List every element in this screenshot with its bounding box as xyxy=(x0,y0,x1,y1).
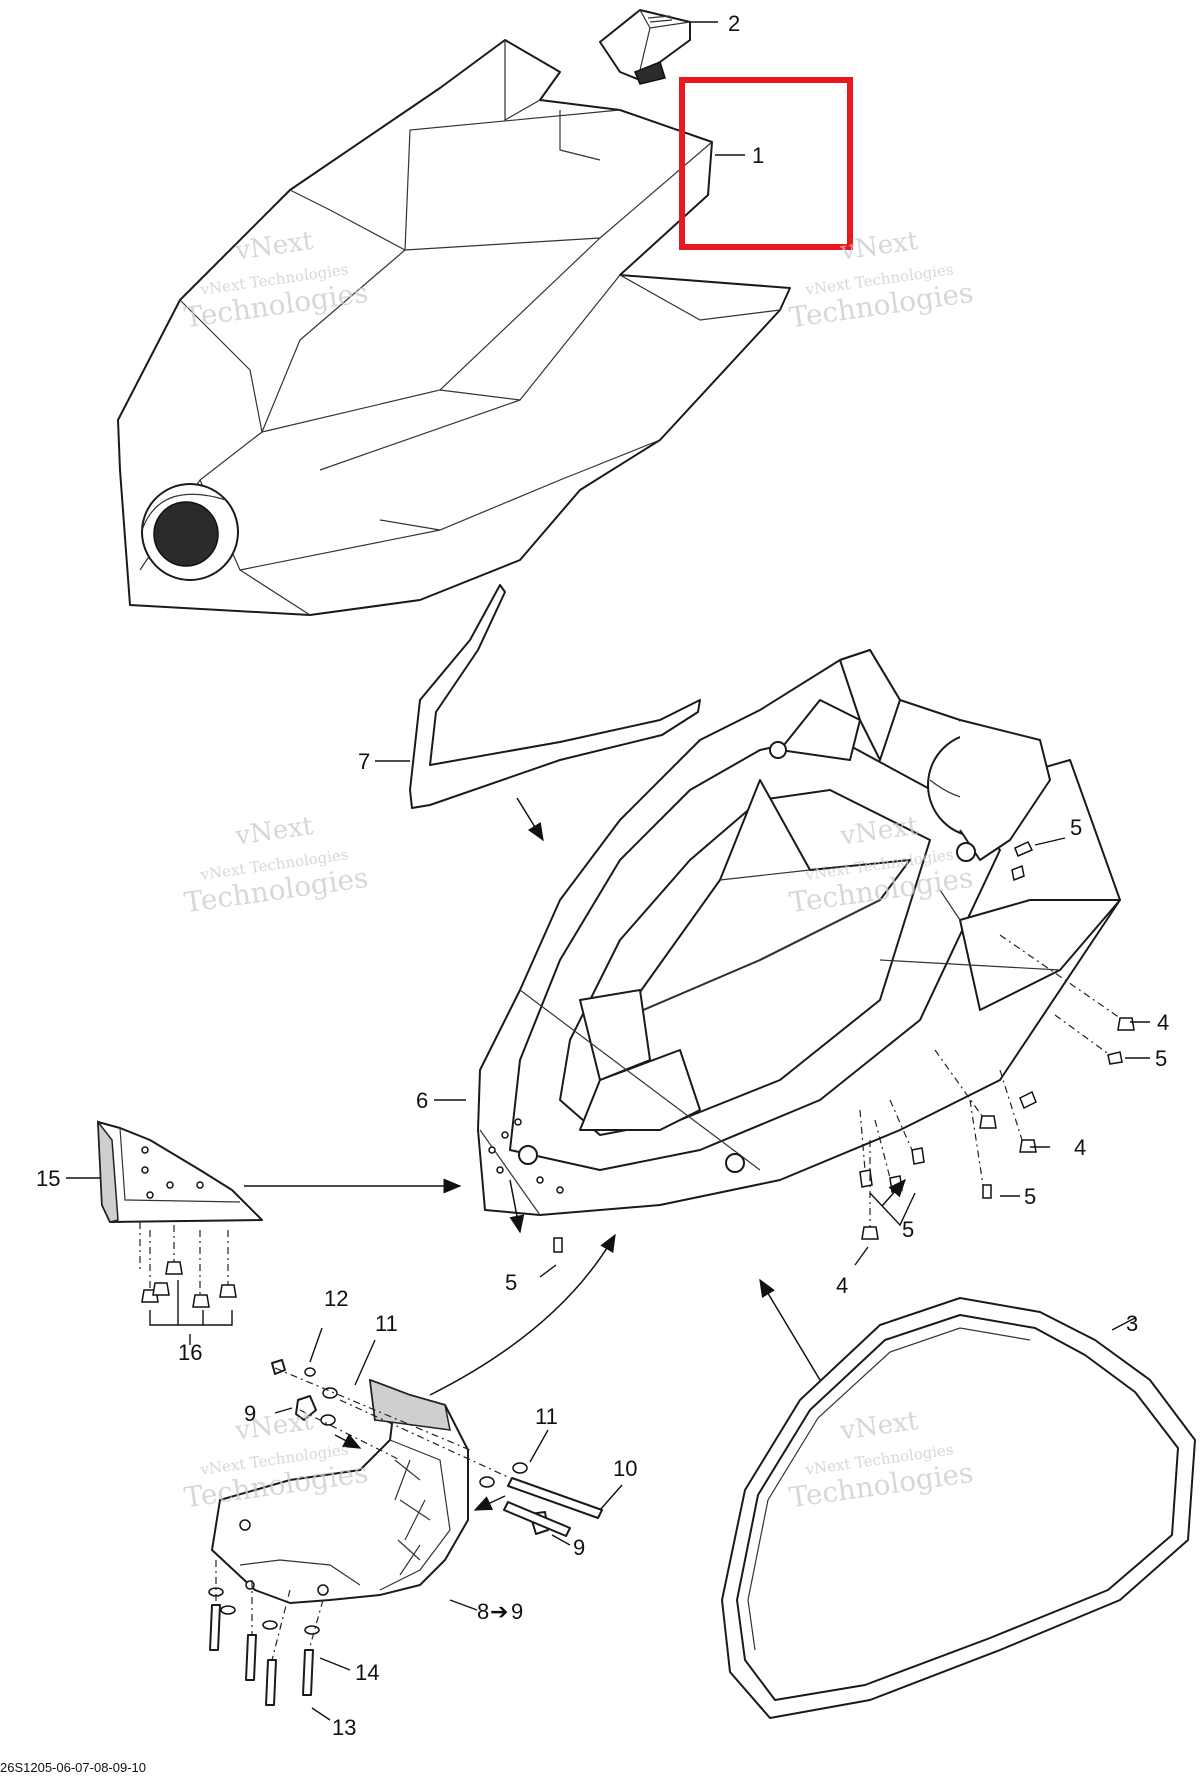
fastener-group-bracket xyxy=(271,1359,603,1537)
nut-16-b[interactable] xyxy=(165,1261,183,1275)
callout-10[interactable]: 10 xyxy=(613,1456,637,1481)
gasket-part[interactable] xyxy=(721,1297,1196,1719)
hood-frame-part[interactable] xyxy=(477,649,1121,1216)
callout-16[interactable]: 16 xyxy=(178,1340,202,1365)
corner-bracket-part[interactable] xyxy=(97,1119,263,1223)
callout-4[interactable]: 4 xyxy=(1157,1010,1169,1035)
washer-11-lower[interactable] xyxy=(479,1476,495,1488)
callout-5[interactable]: 5 xyxy=(902,1217,914,1242)
screw-13-a[interactable] xyxy=(209,1604,221,1651)
screw-13-c[interactable] xyxy=(265,1659,277,1706)
bolt-10-lower[interactable] xyxy=(503,1501,571,1537)
washer-14-d[interactable] xyxy=(304,1625,320,1635)
fastener-group-frame xyxy=(553,841,1135,1253)
fastener-group-16 xyxy=(139,1222,237,1308)
callout-9[interactable]: 9 xyxy=(573,1535,585,1560)
callout-4[interactable]: 4 xyxy=(836,1273,848,1298)
washer-14-c[interactable] xyxy=(262,1620,278,1630)
assembly-arrows xyxy=(244,797,906,1511)
cap-part[interactable] xyxy=(599,9,691,85)
nut-12-small[interactable] xyxy=(271,1359,286,1375)
nut-4-d[interactable] xyxy=(861,1226,879,1240)
drawing-code: 26S1205-06-07-08-09-10 xyxy=(0,1760,146,1775)
nut-12[interactable] xyxy=(304,1367,316,1377)
screw-5-c[interactable] xyxy=(1107,1051,1123,1065)
screw-13-d[interactable] xyxy=(302,1649,314,1696)
callout-8[interactable]: 8 xyxy=(477,1599,489,1624)
screw-5-a[interactable] xyxy=(1014,841,1034,857)
callout-4[interactable]: 4 xyxy=(1074,1135,1086,1160)
nut-4-b[interactable] xyxy=(979,1115,997,1129)
nut-16-e[interactable] xyxy=(219,1284,237,1298)
watermark-vnext: vNext xyxy=(233,811,316,852)
washer-11-right[interactable] xyxy=(512,1462,528,1474)
callout-3[interactable]: 3 xyxy=(1126,1311,1138,1336)
screw-5-d[interactable] xyxy=(1019,1090,1037,1110)
nut-4-a[interactable] xyxy=(1117,1017,1135,1031)
washer-11-upper[interactable] xyxy=(322,1387,338,1399)
nut-16-d[interactable] xyxy=(192,1294,210,1308)
screw-5-e[interactable] xyxy=(982,1184,992,1199)
screw-5-b[interactable] xyxy=(1011,864,1025,882)
nut-16-c[interactable] xyxy=(152,1282,170,1296)
callout-9[interactable]: 9 xyxy=(244,1401,256,1426)
callout-labels: 2 1 7 5 4 5 6 4 15 5 5 5 4 12 3 11 16 9 … xyxy=(36,11,1169,1740)
callout-14[interactable]: 14 xyxy=(355,1660,379,1685)
callout-11[interactable]: 11 xyxy=(375,1311,398,1336)
callout-7[interactable]: 7 xyxy=(358,749,370,774)
callout-8-arrow: ➔ xyxy=(490,1599,508,1624)
callout-11[interactable]: 11 xyxy=(535,1404,558,1429)
highlight-box xyxy=(679,77,853,250)
callout-12[interactable]: 12 xyxy=(324,1286,348,1311)
leader-lines xyxy=(66,21,1150,1721)
bolt-10-upper[interactable] xyxy=(507,1477,603,1519)
nut-4-c[interactable] xyxy=(1019,1139,1037,1153)
callout-2[interactable]: 2 xyxy=(728,11,740,36)
callout-15[interactable]: 15 xyxy=(36,1166,60,1191)
screw-5-f[interactable] xyxy=(859,1169,873,1188)
callout-6[interactable]: 6 xyxy=(416,1088,428,1113)
callout-5[interactable]: 5 xyxy=(1155,1046,1167,1071)
trim-strip-part[interactable] xyxy=(409,584,701,809)
fastener-group-bottom xyxy=(208,1560,324,1706)
screw-13-b[interactable] xyxy=(245,1634,257,1681)
washer-14-b[interactable] xyxy=(220,1605,236,1615)
callout-1[interactable]: 1 xyxy=(752,143,764,168)
callout-5[interactable]: 5 xyxy=(1070,815,1082,840)
callout-9[interactable]: 9 xyxy=(511,1599,523,1624)
screw-5-i[interactable] xyxy=(553,1237,563,1253)
callout-5[interactable]: 5 xyxy=(505,1270,517,1295)
callout-5[interactable]: 5 xyxy=(1024,1184,1036,1209)
washer-11-mid[interactable] xyxy=(320,1414,336,1426)
screw-5-h[interactable] xyxy=(911,1147,925,1165)
hood-cover-part[interactable] xyxy=(117,39,791,616)
callout-13[interactable]: 13 xyxy=(332,1715,356,1740)
bracket-part[interactable] xyxy=(211,1378,469,1604)
